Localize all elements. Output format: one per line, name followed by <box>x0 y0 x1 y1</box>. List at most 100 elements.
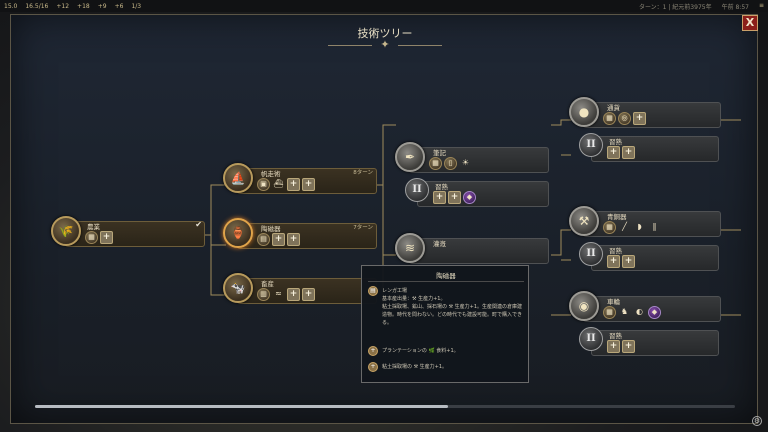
scroll-icon: ▯ <box>444 157 457 170</box>
plus-icon: + <box>272 233 285 246</box>
plus-icon: + <box>433 191 446 204</box>
tooltip-line: 基本産出量：⚒ 生産力+1。 <box>382 296 446 302</box>
bronze-working-icon: ⚒ <box>569 206 599 236</box>
horse-icon: ♞ <box>620 307 629 316</box>
hud-stat: 16.5/16 <box>25 2 49 10</box>
tech-node-mastery[interactable]: 習熟 II + + ◆ <box>405 178 549 207</box>
writing-icon: ✒ <box>395 142 425 172</box>
tech-node-agriculture[interactable]: 農業 ✔ 🌾 ▦ + <box>51 216 205 247</box>
irrigation-icon: ≋ <box>395 233 425 263</box>
plus-icon: + <box>622 340 635 353</box>
mastery-icon: II <box>579 242 603 266</box>
title-divider <box>328 45 372 46</box>
tech-node-sailing[interactable]: 帆走術 8ターン ⛵ ▣ ⛴ + + <box>223 163 377 194</box>
turn-count: 7ターン <box>353 225 373 231</box>
menu-icon[interactable]: ≡ <box>758 1 764 9</box>
mastery-icon: II <box>579 133 603 157</box>
ornament-icon: ✦ <box>380 38 390 51</box>
pottery-icon: 🏺 <box>223 218 253 248</box>
tech-bar <box>409 238 549 264</box>
tech-node-mastery[interactable]: 習熟 II + + <box>579 242 719 271</box>
turn-count: 8ターン <box>353 170 373 176</box>
plus-icon: + <box>100 231 113 244</box>
plus-icon: + <box>302 178 315 191</box>
library-icon: ▦ <box>429 157 442 170</box>
tech-name: 通貨 <box>607 104 620 112</box>
brick-kiln-icon: ▤ <box>368 286 378 296</box>
tech-name: 青銅器 <box>607 213 627 221</box>
building-icon: ▣ <box>257 178 270 191</box>
hud-stat: 15.0 <box>4 2 18 10</box>
clock: 午前 8:57 <box>721 3 749 11</box>
tech-node-mastery[interactable]: 習熟 II + + <box>579 327 719 356</box>
hud-stat: +9 <box>97 2 107 10</box>
tech-name: 帆走術 <box>261 170 281 178</box>
tech-node-bronze[interactable]: 青銅器 ⚒ ▦ ╱ ◗ ∥ <box>569 206 721 237</box>
tooltip-divider <box>368 281 524 282</box>
mastery-icon: II <box>405 178 429 202</box>
wheel-icon: ◉ <box>569 291 599 321</box>
plus-icon: + <box>607 146 620 159</box>
tech-name: 習熟 <box>609 332 622 340</box>
hud-stat: +6 <box>114 2 124 10</box>
wonder-icon: ◆ <box>463 191 476 204</box>
plus-icon: + <box>302 288 315 301</box>
tech-name: 筆記 <box>433 149 446 157</box>
tech-name: 習熟 <box>609 247 622 255</box>
tech-tree-panel: 技術ツリー ✦ X <box>10 14 758 424</box>
tech-tooltip: 陶磁器 ▤ レンガ工場 基本産出量：⚒ 生産力+1。 粘土採取場、鉱山、採石場の… <box>361 265 529 383</box>
plus-icon: + <box>448 191 461 204</box>
sailing-icon: ⛵ <box>223 163 253 193</box>
plus-icon: + <box>368 362 378 372</box>
hud-stat: +12 <box>56 2 70 10</box>
mastery-icon: II <box>579 327 603 351</box>
spear-icon: ╱ <box>622 222 627 231</box>
scrollbar-thumb[interactable] <box>35 405 448 408</box>
tech-name: 陶磁器 <box>261 225 281 233</box>
plus-icon: + <box>622 255 635 268</box>
farm-icon: ▦ <box>85 231 98 244</box>
tech-name: 灌漑 <box>433 240 446 248</box>
tooltip-line: 粘土採取場、鉱山、採石場の ⚒ 生産力+1。生産関連の倉庫建造物。時代を問わない… <box>382 304 523 326</box>
plus-icon: + <box>622 146 635 159</box>
trail-icon: ≈ <box>275 289 282 298</box>
tooltip-line: 粘土採取場の ⚒ 生産力+1。 <box>382 364 448 370</box>
wonder-icon: ◆ <box>648 306 661 319</box>
tooltip-row: + 粘土採取場の ⚒ 生産力+1。 <box>368 362 524 374</box>
tech-name: 車輪 <box>607 298 620 306</box>
tech-name: 畜産 <box>261 280 274 288</box>
turn-indicator: ターン：1 | 紀元前3975年 <box>638 3 712 11</box>
researched-check-icon: ✔ <box>195 220 202 229</box>
plus-icon: + <box>607 340 620 353</box>
tech-node-husbandry[interactable]: 畜産 🐄 ▥ ≈ + + <box>223 273 377 304</box>
page-title: 技術ツリー <box>357 27 413 40</box>
hud-stat: 1/3 <box>131 2 142 10</box>
tech-node-currency[interactable]: 通貨 ● ▦ ◎ + <box>569 97 721 128</box>
tech-name: 習熟 <box>609 138 622 146</box>
tooltip-line: レンガ工場 <box>382 288 408 294</box>
tooltip-row: + プランテーションの 🌿 食料+1。 <box>368 346 524 358</box>
plus-icon: + <box>633 112 646 125</box>
husbandry-icon: 🐄 <box>223 273 253 303</box>
market-icon: ▦ <box>603 112 616 125</box>
close-button[interactable]: X <box>742 15 758 31</box>
tech-name: 農業 <box>87 223 100 231</box>
tech-node-writing[interactable]: 筆記 ✒ ▦ ▯ ☀ <box>395 142 549 173</box>
hud-stat: +18 <box>77 2 90 10</box>
tech-node-pottery[interactable]: 陶磁器 7ターン 🏺 ▤ + + <box>223 218 377 249</box>
boat-icon: ⛴ <box>273 179 284 188</box>
panel-header: 技術ツリー ✦ <box>318 23 452 61</box>
plus-icon: + <box>607 255 620 268</box>
tech-node-mastery[interactable]: 習熟 II + + <box>579 133 719 162</box>
stable-icon: ▦ <box>603 306 616 319</box>
title-divider <box>398 45 442 46</box>
tooltip-title: 陶磁器 <box>436 272 456 280</box>
tech-node-wheel[interactable]: 車輪 ◉ ▦ ♞ ◐ ◆ <box>569 291 721 322</box>
settings-icon[interactable]: ⚙ <box>752 416 762 426</box>
tech-name: 習熟 <box>435 183 448 191</box>
idea-icon: ☀ <box>461 158 470 167</box>
horizontal-scrollbar[interactable] <box>35 405 735 408</box>
plus-icon: + <box>368 346 378 356</box>
tech-node-irrigation[interactable]: 灌漑 ≋ <box>395 233 549 264</box>
